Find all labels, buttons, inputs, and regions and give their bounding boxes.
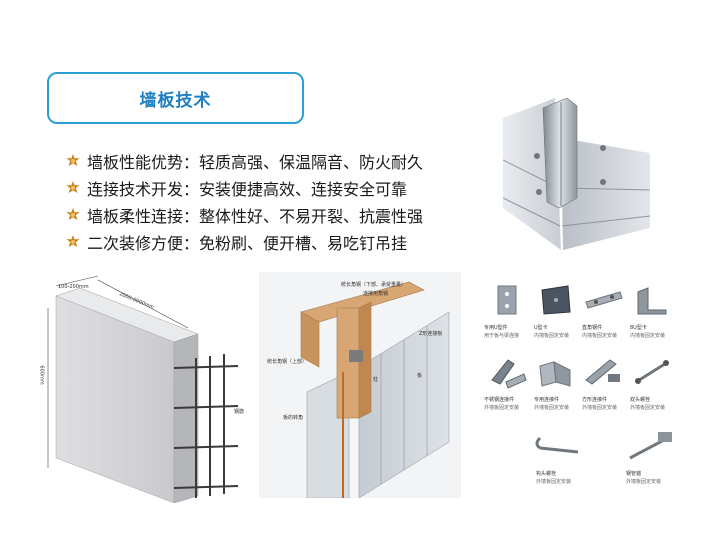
fitting-item: 双头螺栓 外墙板固定安装 [628,352,676,422]
fitting-name: 专用U型件 [484,325,508,331]
fitting-item: 8U型卡 内墙板固定安装 [628,280,676,348]
bullet-text: 墙板性能优势：轻质高强、保温隔音、防火耐久 [87,152,424,172]
dim-height-label: 600mm [38,365,45,385]
fitting-desc: 外墙板固定安装 [484,405,520,411]
fitting-desc: 内墙板固定安装 [582,333,618,339]
bullet-text: 连接技术开发：安装便捷高效、连接安全可靠 [87,179,408,199]
list-item: 二次装修方便：免粉刷、便开槽、易吃钉吊挂 [65,228,423,255]
fitting-desc: 外墙板固定安装 [626,479,662,485]
title-box: 墙板技术 [47,72,304,124]
fitting-item: 钩头螺栓 外墙板固定安装 [532,426,588,496]
label-connect-angle: 连接用角钢 [363,291,389,297]
fitting-desc: 外墙板固定安装 [582,405,618,411]
fitting-item: 直角钢件 内墙板固定安装 [580,280,628,348]
fitting-item: 方形连接件 外墙板固定安装 [580,352,628,422]
fitting-desc: 外墙板固定安装 [534,405,570,411]
fitting-name: 专用连接件 [534,397,560,403]
fitting-name: U型卡 [534,325,548,331]
fitting-item: 不锈钢连接件 外墙板固定安装 [484,352,532,422]
rebar-label: 钢筋 [234,409,245,415]
bullet-star-icon [66,207,80,220]
label-top-angle: 统长角钢（下部、承受重量） [341,282,407,288]
fitting-desc: 外墙板固定安装 [536,479,572,485]
label-z-plate: Z形连接板 [419,331,443,337]
fitting-desc: 用于板与梁连接 [484,333,520,339]
bullet-star-icon [66,153,80,166]
fitting-item: 专用连接件 外墙板固定安装 [532,352,580,422]
fitting-desc: 内墙板固定安装 [630,333,666,339]
fitting-name: 双头螺栓 [630,397,651,403]
label-board: 板 [417,373,423,379]
corner-framing-illustration: 统长角钢（下部、承受重量） 连接用角钢 Z形连接板 统长角钢（上部） 柱 板 板… [259,272,461,498]
fitting-item: 专用U型件 用于板与梁连接 [484,280,532,348]
fitting-name: 方形连接件 [582,397,608,403]
bullet-star-icon [66,234,80,247]
fitting-name: 钩头螺栓 [536,471,557,477]
fitting-desc: 内墙板固定安装 [534,333,570,339]
fitting-name: 钢管锚 [626,471,642,477]
wallboard-dimension-illustration: 100-200mm 2000-6000mm 600mm 钢筋 [38,268,253,503]
fitting-item: U型卡 内墙板固定安装 [532,280,580,348]
list-item: 墙板柔性连接：整体性好、不易开裂、抗震性强 [65,201,423,228]
label-board-corner: 板的转角 [283,415,304,421]
bullet-star-icon [66,180,80,193]
fitting-item: 钢管锚 外墙板固定安装 [624,426,676,496]
feature-list: 墙板性能优势：轻质高强、保温隔音、防火耐久 连接技术开发：安装便捷高效、连接安全… [65,147,423,255]
fitting-desc: 外墙板固定安装 [630,405,666,411]
fitting-name: 8U型卡 [630,325,647,331]
label-long-angle-top: 统长角钢（上部） [267,359,308,365]
list-item: 墙板性能优势：轻质高强、保温隔音、防火耐久 [65,147,423,174]
bullet-text: 二次装修方便：免粉刷、便开槽、易吃钉吊挂 [87,233,408,253]
fittings-catalog: 专用U型件 用于板与梁连接 U型卡 内墙板固定安装 直角钢件 内墙板固定安装 8… [484,280,676,498]
corner-connection-illustration [503,98,650,250]
fitting-name: 不锈钢连接件 [484,397,515,403]
dim-top-label: 100-200mm [58,284,89,290]
list-item: 连接技术开发：安装便捷高效、连接安全可靠 [65,174,423,201]
fitting-name: 直角钢件 [582,325,603,331]
label-pillar: 柱 [373,377,379,383]
page-title: 墙板技术 [139,90,212,111]
bullet-text: 墙板柔性连接：整体性好、不易开裂、抗震性强 [87,206,424,226]
